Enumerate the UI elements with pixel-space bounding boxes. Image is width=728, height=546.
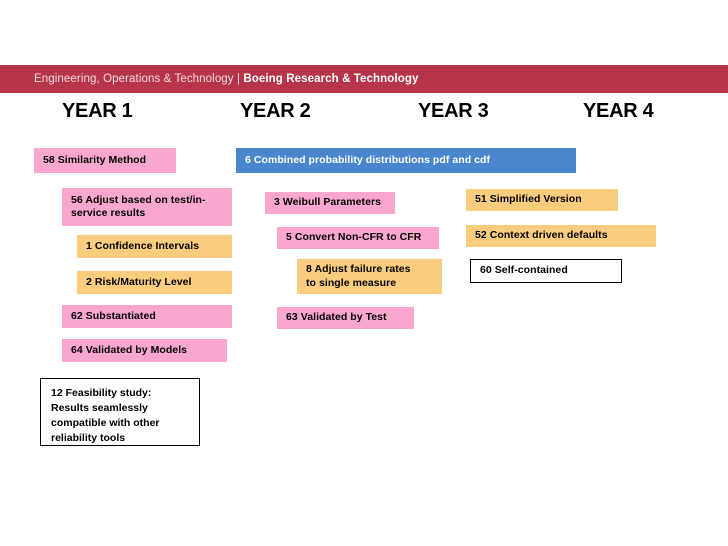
year-heading-4: YEAR 4 [583,100,654,122]
task-box-64[interactable]: 64 Validated by Models [62,339,227,362]
task-box-2[interactable]: 2 Risk/Maturity Level [77,271,232,294]
year-heading-2: YEAR 2 [240,100,311,122]
header-title-strong: Boeing Research & Technology [243,73,419,85]
task-box-3[interactable]: 3 Weibull Parameters [265,192,395,214]
task-box-1[interactable]: 1 Confidence Intervals [77,235,232,258]
year-heading-3: YEAR 3 [418,100,489,122]
task-box-51[interactable]: 51 Simplified Version [466,189,618,211]
timeline-year-headings: YEAR 1 YEAR 2 YEAR 3 YEAR 4 [0,100,728,128]
header-title: Engineering, Operations & Technology | B… [34,73,418,85]
task-box-62[interactable]: 62 Substantiated [62,305,232,328]
task-box-60[interactable]: 60 Self-contained [470,259,622,283]
task-box-63[interactable]: 63 Validated by Test [277,307,414,329]
header-title-separator: | [233,73,244,85]
task-box-8[interactable]: 8 Adjust failure rates to single measure [297,259,442,294]
task-box-6[interactable]: 6 Combined probability distributions pdf… [236,148,576,173]
task-box-58[interactable]: 58 Similarity Method [34,148,176,173]
feasibility-note-box[interactable]: 12 Feasibility study: Results seamlessly… [40,378,200,446]
task-box-56[interactable]: 56 Adjust based on test/in- service resu… [62,188,232,226]
year-heading-1: YEAR 1 [62,100,133,122]
task-box-5[interactable]: 5 Convert Non-CFR to CFR [277,227,439,249]
header-title-prefix: Engineering, Operations & Technology [34,73,234,85]
slide-header-bar: Engineering, Operations & Technology | B… [0,65,728,93]
task-box-52[interactable]: 52 Context driven defaults [466,225,656,247]
